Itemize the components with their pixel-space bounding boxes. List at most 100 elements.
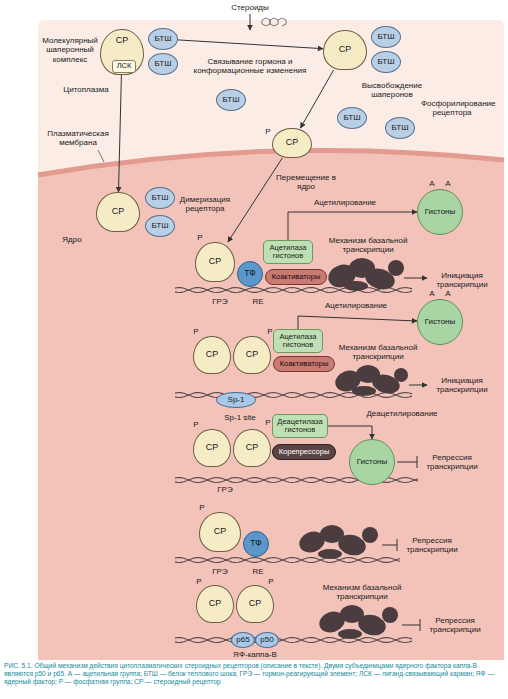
diagram-label: P [199, 503, 204, 512]
connector-arrow [119, 75, 122, 192]
steroid-receptor: СРЛСК [100, 29, 144, 75]
connector-arrow [328, 426, 372, 439]
node-text: БТШ [151, 222, 168, 231]
binding-pocket: ЛСК [112, 60, 136, 73]
edge-label: Деацетилирование [358, 409, 446, 418]
node-text: СР [209, 599, 222, 609]
diagram-label: P [193, 327, 198, 336]
node-text: БТШ [222, 96, 239, 105]
transcription-factor: ТФ [237, 261, 263, 287]
node-text: БТШ [377, 33, 394, 42]
nucleus [38, 150, 504, 660]
node-text: СР [112, 207, 125, 217]
node-text: БТШ [154, 35, 171, 44]
edge-label: Высвобождение шаперонов [355, 81, 429, 99]
diagram-label: Инициация транскрипции [431, 376, 493, 394]
dna-strand [175, 558, 400, 563]
protein-subunit: p65 [231, 632, 255, 648]
diagram-label: Механизм базальной транскрипции [325, 236, 411, 254]
heat-shock-protein: БТШ [385, 117, 415, 139]
enzyme-box: Деацетилаза гистонов [272, 414, 328, 438]
connector-arrow [298, 316, 417, 329]
dna-strand [175, 638, 412, 643]
steroid-receptor: СР [236, 585, 274, 623]
protein-subunit: p50 [255, 632, 279, 648]
steroid-receptor: СР [233, 336, 271, 374]
connector-arrow [301, 70, 334, 128]
diagram-label: P [268, 577, 273, 586]
diagram-label: Плазматическая мембрана [47, 129, 109, 147]
node-text: ЛСК [117, 62, 132, 70]
dna-strand [175, 638, 412, 643]
node-text: СР [214, 527, 227, 537]
steroid-receptor: СР [193, 336, 231, 374]
diagram-label: Репрессия транскрипции [401, 536, 463, 554]
histone-circle: Гистоны [349, 439, 395, 485]
corepressor-shape: Корепрессоры [272, 444, 336, 460]
steroid-receptor: СР [323, 30, 367, 70]
diagram-label: Стероиды [231, 3, 269, 12]
figure-caption: РИС. 5.1. Общий механизм действия цитопл… [4, 662, 504, 686]
node-text: p65 [236, 636, 249, 645]
cytoplasm [38, 20, 504, 660]
node-text: Гистоны [425, 318, 456, 327]
coactivator-shape: Коактиваторы [273, 356, 335, 372]
steroid-receptor: СР [199, 512, 241, 552]
node-text: БТШ [154, 60, 171, 69]
diagram-label: Ядро [62, 235, 81, 244]
diagram-label: P [265, 418, 270, 427]
diagram-label: P [193, 420, 198, 429]
leader-line [98, 150, 104, 162]
dna-strand [175, 558, 400, 563]
node-text: Ацетилаза гистонов [264, 244, 312, 261]
diagram-label: A [445, 289, 450, 298]
diagram-label: ГРЭ [212, 567, 227, 576]
heat-shock-protein: БТШ [145, 215, 175, 237]
heat-shock-protein: БТШ [145, 187, 175, 209]
node-text: БТШ [391, 124, 408, 133]
heat-shock-protein: БТШ [337, 107, 367, 129]
diagram-label: P [197, 233, 202, 242]
node-text: Деацетилаза гистонов [273, 418, 327, 435]
enzyme-box: Ацетилаза гистонов [273, 329, 323, 353]
node-text: Ацетилаза гистонов [274, 333, 322, 350]
node-text: СР [206, 443, 219, 453]
node-text: ТФ [244, 269, 255, 278]
diagram-label: A [445, 179, 450, 188]
heat-shock-protein: БТШ [371, 26, 401, 48]
node-text: БТШ [151, 194, 168, 203]
steroid-receptor: СР [233, 429, 271, 467]
steroid-receptor: СР [96, 192, 140, 232]
diagram-label: Димеризация рецептора [178, 195, 232, 213]
node-text: Коактиваторы [280, 360, 329, 368]
steroid-receptor: СР [196, 585, 234, 623]
diagram-label: ГРЭ [212, 297, 227, 306]
diagram-label: ЯФ-каппа-В [233, 650, 277, 659]
steroid-receptor: СР [272, 128, 312, 158]
diagram-label: Репрессия транскрипции [424, 616, 486, 634]
node-text: СР [246, 443, 259, 453]
diagram-label: Механизм базальной транскрипции [319, 583, 405, 601]
node-text: Гистоны [425, 208, 456, 217]
diagram-label: A [429, 179, 434, 188]
diagram-label: P [267, 327, 272, 336]
heat-shock-protein: БТШ [371, 51, 401, 73]
enzyme-box: Ацетилаза гистонов [263, 240, 313, 264]
heat-shock-protein: БТШ [148, 28, 178, 50]
node-text: p50 [260, 636, 273, 645]
heat-shock-protein: БТШ [216, 89, 246, 111]
edge-label: Ацетилирование [301, 198, 389, 207]
heat-shock-protein: БТШ [148, 53, 178, 75]
diagram-label: Фосфорилирование рецептора [421, 99, 483, 117]
node-text: СР [209, 257, 222, 267]
membrane [38, 150, 504, 175]
node-text: БТШ [377, 58, 394, 67]
node-text: Корепрессоры [279, 448, 330, 456]
histone-circle: Гистоны [417, 299, 463, 345]
node-text: СР [286, 138, 299, 148]
steroid-receptor: СР [193, 429, 231, 467]
diagram-label: P [265, 127, 270, 136]
node-text: БТШ [343, 114, 360, 123]
edge-label: Связывание гормона и конформационные изм… [183, 57, 317, 75]
